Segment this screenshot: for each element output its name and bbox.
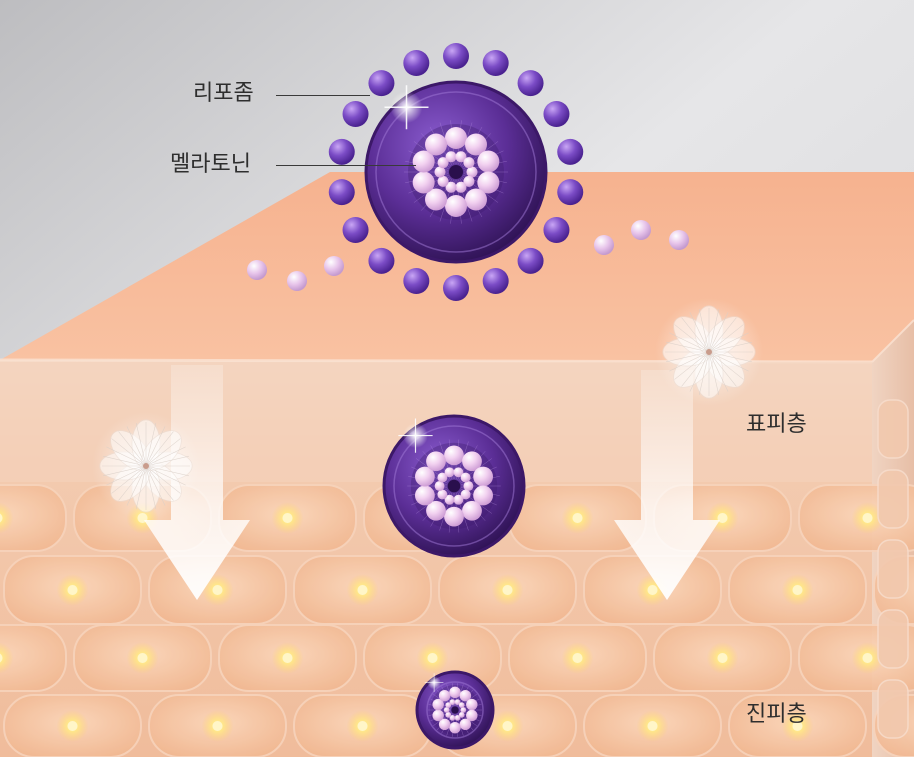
floating-particle [247, 260, 267, 280]
side-cell [877, 399, 909, 459]
liposome-label: 리포좀 [193, 81, 254, 106]
lipid-sphere [482, 49, 509, 76]
skin-cell [148, 694, 287, 757]
down-arrow-icon [614, 370, 720, 600]
melatonin-core-icon [407, 439, 501, 533]
skin-side-cells [877, 399, 909, 739]
skin-cell [583, 694, 722, 757]
lipid-sphere [342, 101, 369, 127]
lipid-sphere [403, 268, 430, 295]
floating-particle [669, 230, 689, 250]
liposome-icon [382, 414, 526, 558]
melatonin-leader-line [276, 165, 416, 167]
melatonin-core-icon [427, 683, 483, 737]
lipid-sphere [403, 49, 430, 76]
lipid-sphere [328, 179, 355, 206]
liposome-leader-line [276, 95, 370, 97]
epidermis-label: 표피층 [746, 412, 807, 437]
floating-particle [594, 235, 614, 255]
lipid-sphere [368, 70, 395, 97]
skin-cell [438, 555, 577, 625]
lipid-sphere [443, 43, 469, 69]
lipid-sphere [557, 138, 584, 165]
liposome-icon [415, 670, 495, 750]
lipid-sphere [328, 138, 355, 165]
skin-cell [293, 555, 432, 625]
melatonin-flowers [92, 298, 763, 520]
lipid-sphere [443, 275, 469, 301]
liposomes [328, 43, 584, 750]
side-cell [877, 469, 909, 529]
melatonin-core-icon [404, 120, 508, 224]
dermis-label: 진피층 [746, 702, 807, 727]
lipid-sphere [368, 247, 395, 274]
lipid-sphere [543, 101, 570, 127]
liposome-icon [328, 43, 584, 301]
skin-cell [293, 694, 432, 757]
flower-icon [655, 298, 763, 406]
lipid-sphere [557, 179, 584, 206]
side-cell [877, 609, 909, 669]
skin-cell [3, 555, 142, 625]
floating-particle [324, 256, 344, 276]
skin-cell [728, 694, 867, 757]
skin-cell [508, 484, 647, 552]
lipid-sphere [543, 217, 570, 243]
lipid-sphere [482, 268, 509, 295]
side-cell [877, 679, 909, 739]
floating-particle [631, 220, 651, 240]
flower-icon [92, 412, 200, 520]
lipid-sphere [517, 247, 544, 274]
floating-particles [247, 220, 689, 291]
skin-cell [218, 484, 357, 552]
melatonin-label: 멜라토닌 [170, 152, 251, 177]
skin-cell [218, 624, 357, 692]
skin-cell [73, 624, 212, 692]
skin-cell [653, 624, 792, 692]
lipid-sphere [342, 217, 369, 243]
lipid-sphere [517, 70, 544, 97]
skin-cell [0, 484, 67, 552]
skin-cell [508, 624, 647, 692]
floating-particle [287, 271, 307, 291]
skin-cell [3, 694, 142, 757]
side-cell [877, 539, 909, 599]
skin-cell [728, 555, 867, 625]
skin-cell [0, 624, 67, 692]
